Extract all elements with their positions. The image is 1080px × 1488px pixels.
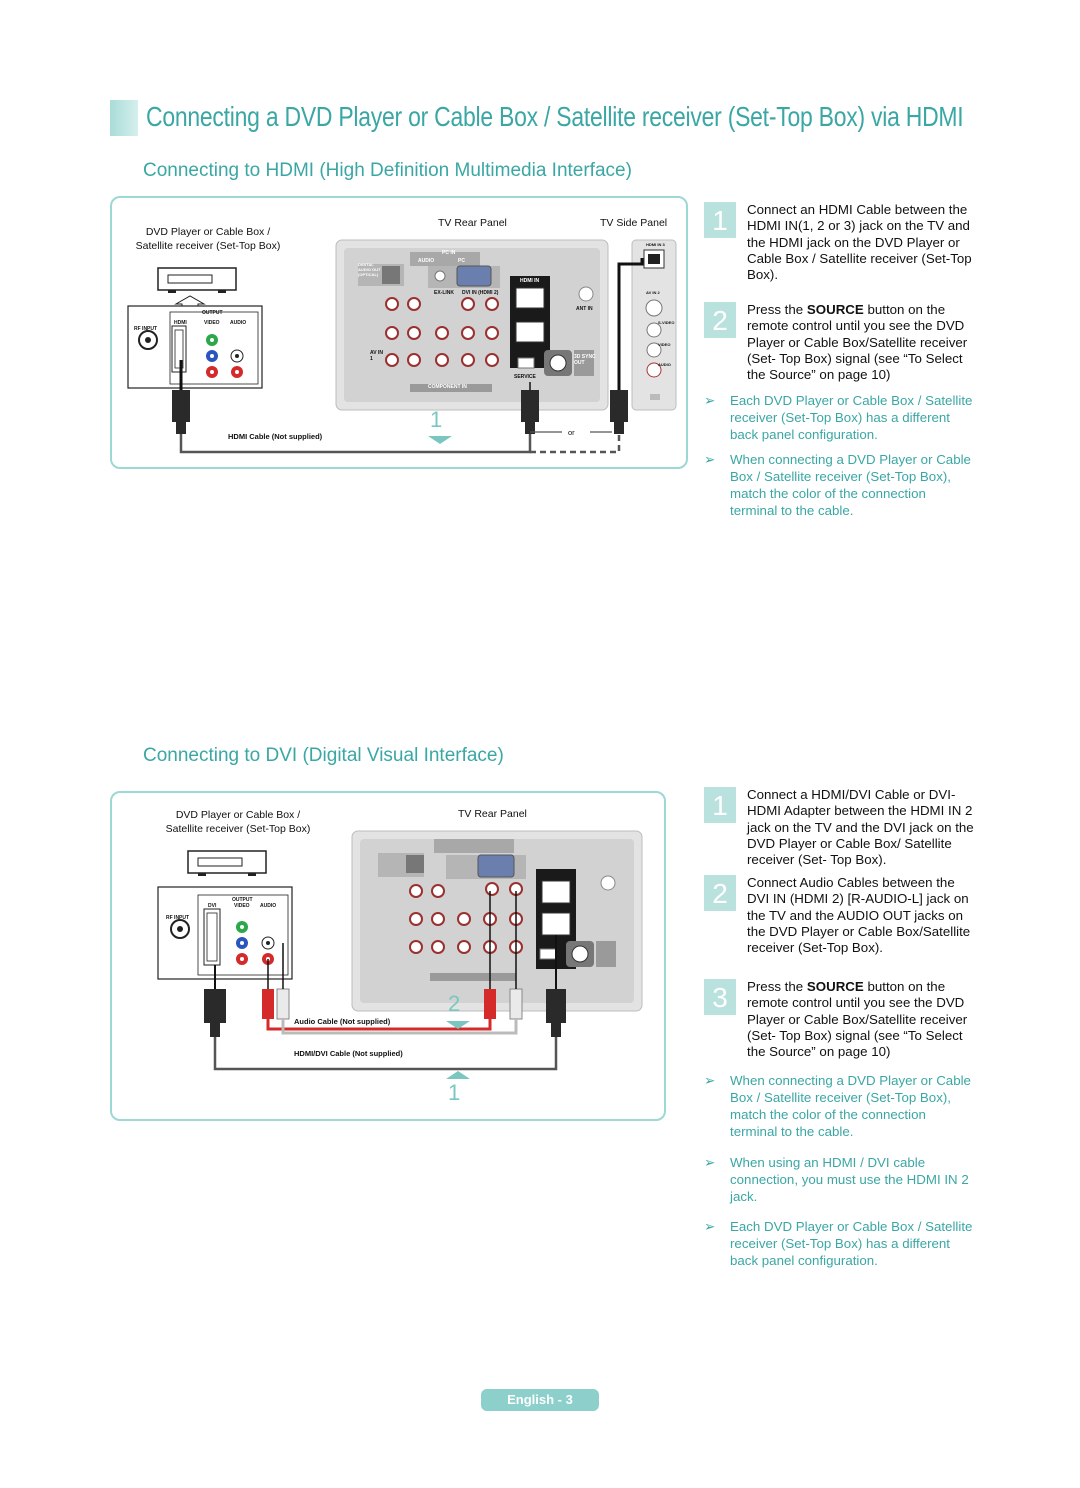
hdmi-note-1: ➢ Each DVD Player or Cable Box / Satelli… [704, 392, 976, 442]
tv-side-panel [631, 239, 677, 411]
dvi-section-heading: Connecting to DVI (Digital Visual Interf… [143, 745, 504, 766]
tv-hdmi-in-label: HDMI IN [520, 278, 540, 284]
hdmi-cable-line [179, 434, 532, 454]
dvi-diagram-panel: DVD Player or Cable Box / Satellite rece… [110, 791, 666, 1121]
dvi-note-3-text: Each DVD Player or Cable Box / Satellite… [730, 1219, 973, 1268]
tv-dvi-in-label: DVI IN (HDMI 2) [462, 290, 499, 296]
hdmi-step-marker: 1 [430, 407, 443, 432]
dvd-hdmi-label: HDMI [174, 320, 187, 326]
dvi-step-marker-2: 2 [448, 991, 461, 1016]
note-arrow-icon: ➢ [704, 393, 716, 408]
side-av-in-label: AV IN 2 [646, 290, 660, 295]
hdmi-connection-diagram [127, 239, 677, 454]
hdmi-step-1-text: Connect an HDMI Cable between the HDMI I… [747, 202, 972, 283]
tv-pc-label: PC [458, 258, 465, 264]
dvd-output-label: OUTPUT [232, 897, 253, 903]
dvi-tv-rear-label: TV Rear Panel [458, 808, 527, 820]
tv-ex-link-label: EX-LINK [434, 290, 454, 296]
audio-cable-red [266, 1019, 492, 1031]
hdmi-cable-dashed [530, 434, 621, 454]
dvd-dvi-label: DVI [208, 903, 217, 909]
hdmi-step-2-text: Press the SOURCE button on the remote co… [747, 302, 968, 383]
dvi-note-2: ➢ When using an HDMI / DVI cable connect… [704, 1154, 976, 1204]
dvd-back-panel [127, 305, 263, 389]
tv-pcin-label: PC IN [442, 250, 456, 256]
page-number-badge: English - 3 [481, 1389, 599, 1411]
hdmi-device-label-2: Satellite receiver (Set-Top Box) [135, 240, 281, 252]
dvi-step-1-text: Connect a HDMI/DVI Cable or DVI-HDMI Ada… [747, 787, 974, 868]
hdmi-note-1-text: Each DVD Player or Cable Box / Satellite… [730, 393, 973, 442]
dvd-video-label: VIDEO [234, 903, 250, 909]
dvi-device-label-1: DVD Player or Cable Box / [175, 809, 301, 821]
hdmi-plugs [172, 390, 628, 434]
dvi-note-3: ➢ Each DVD Player or Cable Box / Satelli… [704, 1218, 976, 1268]
dvd-audio-label: AUDIO [260, 903, 277, 909]
hdmi-tv-side-label: TV Side Panel [600, 217, 668, 229]
dvi-note-1-text: When connecting a DVD Player or Cable Bo… [730, 1073, 971, 1139]
side-hdmi-label: HDMI IN 3 [646, 242, 665, 247]
dvd-player-icon [157, 267, 237, 311]
dvi-plug [204, 989, 226, 1037]
hdmi-section-heading: Connecting to HDMI (High Definition Mult… [143, 160, 632, 181]
step-1-arrow [446, 1071, 470, 1079]
dvd-rf-label: RF INPUT [134, 326, 158, 332]
dvi-note-2-text: When using an HDMI / DVI cable connectio… [730, 1155, 969, 1204]
tv-rear-panel [335, 239, 609, 411]
tv-digital-audio-label: DIGITAL AUDIO OUT (OPTICAL) [358, 262, 381, 277]
page-title: Connecting a DVD Player or Cable Box / S… [146, 101, 964, 132]
dvd-output-label: OUTPUT [202, 310, 223, 316]
dvi-step-marker-1: 1 [448, 1080, 461, 1105]
side-svideo-label: S-VIDEO [658, 320, 675, 325]
tv-service-label: SERVICE [514, 374, 536, 380]
dvi-cable-label: HDMI/DVI Cable (Not supplied) [294, 1049, 403, 1058]
step-2-arrow [446, 1021, 470, 1029]
tv-rear-panel [351, 830, 643, 1012]
dvd-rf-label: RF INPUT [166, 915, 190, 921]
audio-cable-white [281, 1019, 518, 1035]
side-audio-label: AUDIO [658, 362, 671, 367]
note-arrow-icon: ➢ [704, 452, 716, 467]
audio-plugs-tv [484, 988, 523, 1020]
hdmi-plug-tv [546, 989, 566, 1037]
side-video-label: VIDEO [658, 342, 671, 347]
hdmi-diagram-panel: DVD Player or Cable Box / Satellite rece… [110, 196, 688, 469]
step-1-arrow [428, 436, 452, 444]
hdmi-note-2-text: When connecting a DVD Player or Cable Bo… [730, 452, 971, 518]
tv-component-label: COMPONENT IN [428, 384, 467, 390]
dvi-cable-line [213, 1037, 558, 1071]
hdmi-device-label-1: DVD Player or Cable Box / [145, 226, 271, 238]
hdmi-note-2: ➢ When connecting a DVD Player or Cable … [704, 451, 976, 518]
dvi-note-1: ➢ When connecting a DVD Player or Cable … [704, 1072, 976, 1139]
dvi-step-1-number: 1 [704, 787, 736, 823]
audio-plugs-dvd [262, 988, 290, 1020]
hdmi-or-label: or [568, 428, 575, 437]
dvi-step-3-number: 3 [704, 979, 736, 1015]
dvd-back-panel [157, 886, 293, 980]
tv-av-in-label: AV IN 1 [370, 350, 383, 362]
hdmi-cable-label: HDMI Cable (Not supplied) [228, 432, 323, 441]
tv-sync-out-label: 3D SYNC OUT [574, 354, 596, 366]
note-arrow-icon: ➢ [704, 1073, 716, 1088]
hdmi-tv-rear-label: TV Rear Panel [438, 217, 507, 229]
hdmi-step-2-number: 2 [704, 302, 736, 338]
dvd-audio-label: AUDIO [230, 320, 247, 326]
dvd-player-icon [187, 850, 267, 876]
hdmi-step-1-number: 1 [704, 202, 736, 238]
dvi-device-label-2: Satellite receiver (Set-Top Box) [165, 823, 311, 835]
tv-ant-in-label: ANT IN [576, 306, 593, 312]
dvi-step-2-text: Connect Audio Cables between the DVI IN … [747, 875, 971, 956]
dvi-step-3-text: Press the SOURCE button on the remote co… [747, 979, 968, 1060]
note-arrow-icon: ➢ [704, 1219, 716, 1234]
dvi-connection-diagram [157, 830, 643, 1079]
dvi-step-2-number: 2 [704, 875, 736, 911]
dvd-video-label: VIDEO [204, 320, 220, 326]
title-accent-block [110, 100, 138, 136]
audio-cable-label: Audio Cable (Not supplied) [294, 1017, 391, 1026]
note-arrow-icon: ➢ [704, 1155, 716, 1170]
tv-audio-label: AUDIO [418, 258, 435, 264]
